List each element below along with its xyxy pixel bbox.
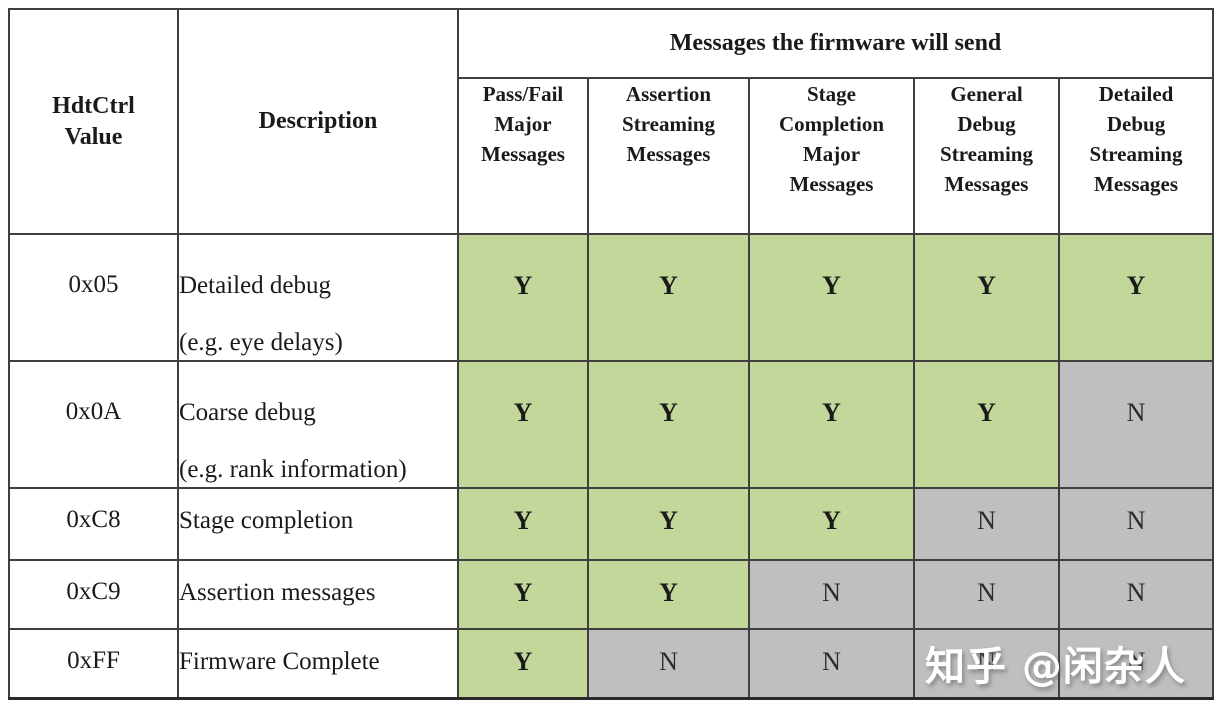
header-hdtctrl-line2: Value [64,123,123,150]
header-group-messages: Messages the firmware will send [456,8,1215,79]
header-row-columns: Pass/Fail Major Messages Assertion Strea… [9,77,1215,235]
description-cell: Coarse debug (e.g. rank information) [177,360,459,489]
header-description: Description [177,8,459,235]
description-line1: Stage completion [179,507,354,534]
hdtctrl-value: 0x05 [8,233,179,362]
matrix-cell: Y [587,360,750,489]
header-col-general-debug: General Debug Streaming Messages [913,77,1060,235]
hdtctrl-value: 0xFF [8,628,179,699]
matrix-cell: N [748,628,915,699]
table-row-0xC9: 0xC9 Assertion messages Y Y N N N [8,559,1215,630]
header-hdtctrl-line1: HdtCtrl [52,92,135,119]
matrix-cell: Y [913,360,1060,489]
matrix-cell: Y [587,559,750,630]
header-line: Streaming [622,112,715,136]
matrix-cell: Y [587,487,750,561]
header-row-group: HdtCtrl Value Description Messages the f… [8,8,1215,235]
description-cell: Detailed debug (e.g. eye delays) [177,233,459,362]
header-line: Major [494,112,552,136]
table-row-0xFF: 0xFF Firmware Complete Y N N N N [8,628,1215,699]
header-line: General [950,82,1023,106]
header-line: Streaming [1089,142,1183,166]
header-col-passfail: Pass/Fail Major Messages [457,77,589,235]
matrix-cell: N [1057,360,1215,489]
matrix-cell: Y [748,487,915,561]
header-col-assertion: Assertion Streaming Messages [587,77,750,235]
description-line1: Detailed debug [179,272,332,299]
header-line: Messages [481,142,565,166]
description-line2: (e.g. rank information) [179,456,407,483]
header-col-stage-completion: Stage Completion Major Messages [748,77,915,235]
header-col-detailed-debug: Detailed Debug Streaming Messages [1057,77,1215,235]
header-line: Pass/Fail [482,82,564,106]
hdtctrl-value: 0xC8 [8,487,179,561]
matrix-cell: N [913,559,1060,630]
matrix-cell: N [1057,628,1215,699]
matrix-cell: N [913,487,1060,561]
header-line: Debug [957,112,1016,136]
matrix-cell: Y [457,559,589,630]
header-line: Messages [789,172,874,196]
matrix-cell: N [1057,559,1215,630]
matrix-cell: Y [457,360,589,489]
description-cell: Stage completion [177,487,459,561]
matrix-cell: N [1057,487,1215,561]
hdtctrl-value: 0x0A [8,360,179,489]
firmware-messages-table: HdtCtrl Value Description Messages the f… [8,8,1215,700]
matrix-cell: N [913,628,1060,699]
matrix-cell: Y [587,233,750,362]
description-cell: Firmware Complete [177,628,459,699]
header-line: Debug [1106,112,1166,136]
description-line1: Coarse debug [179,399,316,426]
matrix-cell: Y [457,487,589,561]
header-line: Assertion [625,82,712,106]
header-line: Messages [1094,172,1179,196]
matrix-cell: Y [748,233,915,362]
header-line: Messages [626,142,711,166]
matrix-cell: N [748,559,915,630]
matrix-cell: Y [1057,233,1215,362]
hdtctrl-value: 0xC9 [8,559,179,630]
header-line: Completion [779,112,884,136]
description-line2: (e.g. eye delays) [179,329,343,356]
header-line: Streaming [940,142,1033,166]
header-hdtctrl-value: HdtCtrl Value [8,8,179,235]
description-line1: Assertion messages [179,579,376,606]
table-row-0x0A: 0x0A Coarse debug (e.g. rank information… [8,360,1215,489]
description-line1: Firmware Complete [179,648,380,675]
matrix-cell: Y [457,233,589,362]
table-row-0x05: 0x05 Detailed debug (e.g. eye delays) Y … [8,233,1215,362]
header-line: Detailed [1098,82,1174,106]
table-row-0xC8: 0xC8 Stage completion Y Y Y N N [8,487,1215,561]
matrix-cell: Y [913,233,1060,362]
header-line: Major [802,142,861,166]
description-cell: Assertion messages [177,559,459,630]
matrix-cell: N [587,628,750,699]
header-line: Messages [944,172,1029,196]
matrix-cell: Y [748,360,915,489]
matrix-cell: Y [457,628,589,699]
header-line: Stage [807,82,856,106]
